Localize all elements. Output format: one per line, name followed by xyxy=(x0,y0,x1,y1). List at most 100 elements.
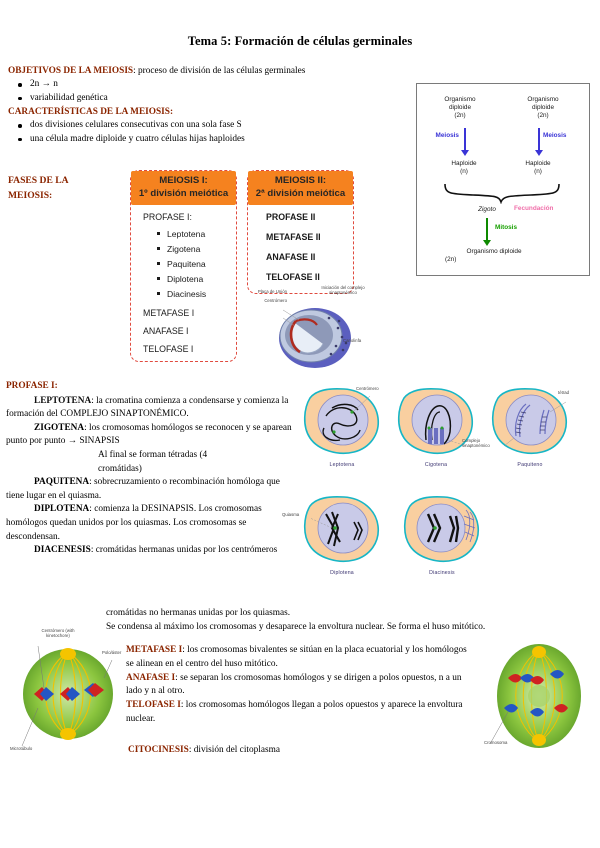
paragraph-paquitena: PAQUITENA: sobrecruzamiento o recombinac… xyxy=(6,476,298,503)
haploid-right: Haploide (n) xyxy=(505,160,571,176)
callout-quiasma: Quiasma xyxy=(282,512,300,517)
parent-left: Organismo diploide (2n) xyxy=(427,96,493,121)
meiosis-right-label: Meiosis xyxy=(543,132,567,139)
haploid-right-line2: (n) xyxy=(534,168,542,176)
label-centromero: Centrómero xyxy=(264,298,287,303)
label-centromero-kinetochore: Centrómero (with kinetochore) xyxy=(41,628,75,638)
characteristics-item-text: dos divisiones celulares consecutivas co… xyxy=(30,120,242,131)
objectives-item-text: variabilidad genética xyxy=(30,92,108,103)
list-item: dos divisiones celulares consecutivas co… xyxy=(8,119,408,133)
offspring-line2: (2n) xyxy=(445,256,457,264)
continuation-line1: cromátidas no hermanas unidas por los qu… xyxy=(106,608,291,618)
text-metafase: : los cromosomas bivalentes se sitúan en… xyxy=(126,645,467,669)
meiosis-2-header: MEIOSIS II: 2ª división meiótica xyxy=(248,171,353,205)
characteristics-heading: CARACTERÍSTICAS DE LA MEIOSIS: xyxy=(8,107,174,118)
meiosis-2-body: PROFASE II METAFASE II ANAFASE II TELOFA… xyxy=(248,205,353,298)
label-cariolinfa: Cariolinfa xyxy=(343,338,362,343)
stage-figure-diacinesis: Diacinesis xyxy=(396,490,488,585)
objectives-item-text: 2n → n xyxy=(30,79,58,90)
term-anafase: ANAFASE I xyxy=(126,672,176,683)
life-cycle-diagram: Organismo diploide (2n) Organismo diploi… xyxy=(416,83,590,276)
objectives-list: 2n → n variabilidad genética xyxy=(8,78,408,105)
meiosis-2-box: MEIOSIS II: 2ª división meiótica PROFASE… xyxy=(247,170,354,294)
paragraph-diplotena: DIPLOTENA: comienza la DESINAPSIS. Los c… xyxy=(6,503,298,544)
term-telofase: TELOFASE I xyxy=(126,700,181,711)
metaphase1-spindle-figure: Centrómero (with kinetochore) Polo/áster… xyxy=(8,628,128,760)
text-leptotena: : la cromatina comienza a condensarse y … xyxy=(6,395,289,420)
characteristics-list: dos divisiones celulares consecutivas co… xyxy=(8,119,408,146)
label-placa-union: Placa de Unión xyxy=(257,289,287,294)
stage-caption: Leptotena xyxy=(329,462,355,468)
stage-caption: Diplotena xyxy=(330,570,354,576)
paragraph-leptotena: LEPTOTENA: la cromatina comienza a conde… xyxy=(6,395,298,422)
paragraph-diacenesis: DIACENESIS: cromátidas hermanas unidas p… xyxy=(6,544,298,558)
term-diplotena: DIPLOTENA xyxy=(34,504,90,515)
zygote-label: Zigoto xyxy=(478,206,496,213)
text-diacenesis: : cromátidas hermanas unidas por los cen… xyxy=(90,545,278,556)
objectives-heading-line: OBJETIVOS DE LA MEIOSIS: proceso de divi… xyxy=(8,65,408,78)
synaptonemal-illustration xyxy=(279,308,351,368)
cell-illustration xyxy=(303,387,379,454)
haploid-left-line2: (n) xyxy=(460,168,468,176)
text-paquitena: : sobrecruzamiento o recombinación homól… xyxy=(6,477,280,501)
callout-tetrad: tétrad xyxy=(558,390,569,395)
stage-figure-diplotena: Quiasma Diplotena xyxy=(282,490,388,585)
stage-item: METAFASE II xyxy=(266,232,321,242)
meiosis-1-body: PROFASE I: Leptotena Zigotena Paquitena … xyxy=(131,205,236,367)
fertilization-label: Fecundación xyxy=(514,205,554,212)
meiosis-1-box: MEIOSIS I: 1º división meiótica PROFASE … xyxy=(130,170,237,362)
term-diacenesis: DIACENESIS xyxy=(34,545,91,556)
parent-left-line3: (2n) xyxy=(454,112,466,120)
meiosis1-phases-text: METAFASE I: los cromosomas bivalentes se… xyxy=(126,644,474,727)
stage-item: PROFASE II xyxy=(266,212,316,222)
text-anafase: : se separan los cromosomas homólogos y … xyxy=(126,672,462,697)
cell-illustration xyxy=(491,387,567,454)
text-citocinesis: : división del citoplasma xyxy=(188,745,280,755)
callout-complejo-sinaptonemico: Complejo sinaptonémico xyxy=(462,438,490,448)
substage-item: Diacinesis xyxy=(157,289,232,299)
phases-label-line2: MEIOSIS: xyxy=(8,190,53,201)
profase-heading: PROFASE I: xyxy=(6,381,58,391)
cell-illustration xyxy=(397,387,473,454)
list-item: una célula madre diploide y cuatro célul… xyxy=(8,133,408,147)
profase-continuation: cromátidas no hermanas unidas por los qu… xyxy=(106,606,586,634)
paragraph-zigotena: ZIGOTENA: los cromosomas homólogos se re… xyxy=(6,422,298,449)
profase-1-label: PROFASE I: xyxy=(143,212,192,222)
text-diplotena: : comienza la DESINAPSIS. Los cromosomas… xyxy=(6,504,262,542)
cell-illustration xyxy=(403,495,479,562)
parent-left-line2: diploide xyxy=(448,104,472,112)
meiosis-arrow-left-icon xyxy=(461,128,468,156)
objectives-heading: OBJETIVOS DE LA MEIOSIS xyxy=(8,66,134,76)
term-paquitena: PAQUITENA xyxy=(34,477,90,488)
term-zigotena: ZIGOTENA xyxy=(34,422,85,433)
parent-left-line1: Organismo xyxy=(444,96,476,103)
list-item: 2n → n xyxy=(8,78,408,92)
term-metafase: METAFASE I xyxy=(126,645,183,655)
meiosis-2-header-line1: MEIOSIS II: xyxy=(274,175,327,186)
paragraph-metafase: METAFASE I: los cromosomas bivalentes se… xyxy=(126,644,474,672)
substage-item: Diplotena xyxy=(157,274,232,284)
stage-item: ANAFASE II xyxy=(266,252,316,262)
label-polo-aster: Polo/áster xyxy=(102,650,122,655)
phases-label-line1: FASES DE LA xyxy=(8,175,69,186)
synaptonemal-figure: Placa de Unión Centrómero Iniciación del… xyxy=(243,285,368,368)
haploid-right-line1: Haploide xyxy=(525,160,551,167)
meiosis-arrow-right-icon xyxy=(535,128,542,156)
page-title: Tema 5: Formación de células germinales xyxy=(187,34,413,48)
stage-figure-paquiteno: tétrad Paquiteno xyxy=(484,382,576,477)
profase-section: PROFASE I: LEPTOTENA: la cromatina comie… xyxy=(6,380,298,558)
meiosis-1-header: MEIOSIS I: 1º división meiótica xyxy=(131,171,236,205)
meiosis-2-header-line2: 2ª división meiótica xyxy=(255,187,346,199)
parent-right-line2: diploide xyxy=(531,104,555,112)
stage-caption: Diacinesis xyxy=(429,570,455,576)
paragraph-anafase: ANAFASE I: se separan los cromosomas hom… xyxy=(126,672,474,700)
stage-item: METAFASE I xyxy=(143,308,195,318)
objectives-block: OBJETIVOS DE LA MEIOSIS: proceso de divi… xyxy=(8,65,408,146)
haploid-left: Haploide (n) xyxy=(431,160,497,176)
stage-item: TELOFASE I xyxy=(143,344,194,354)
substage-item: Paquitena xyxy=(157,259,232,269)
paragraph-telofase: TELOFASE I: los cromosomas homólogos lle… xyxy=(126,699,474,727)
mitosis-arrow-icon xyxy=(483,218,491,246)
phases-label: FASES DE LA MEIOSIS: xyxy=(8,173,118,203)
